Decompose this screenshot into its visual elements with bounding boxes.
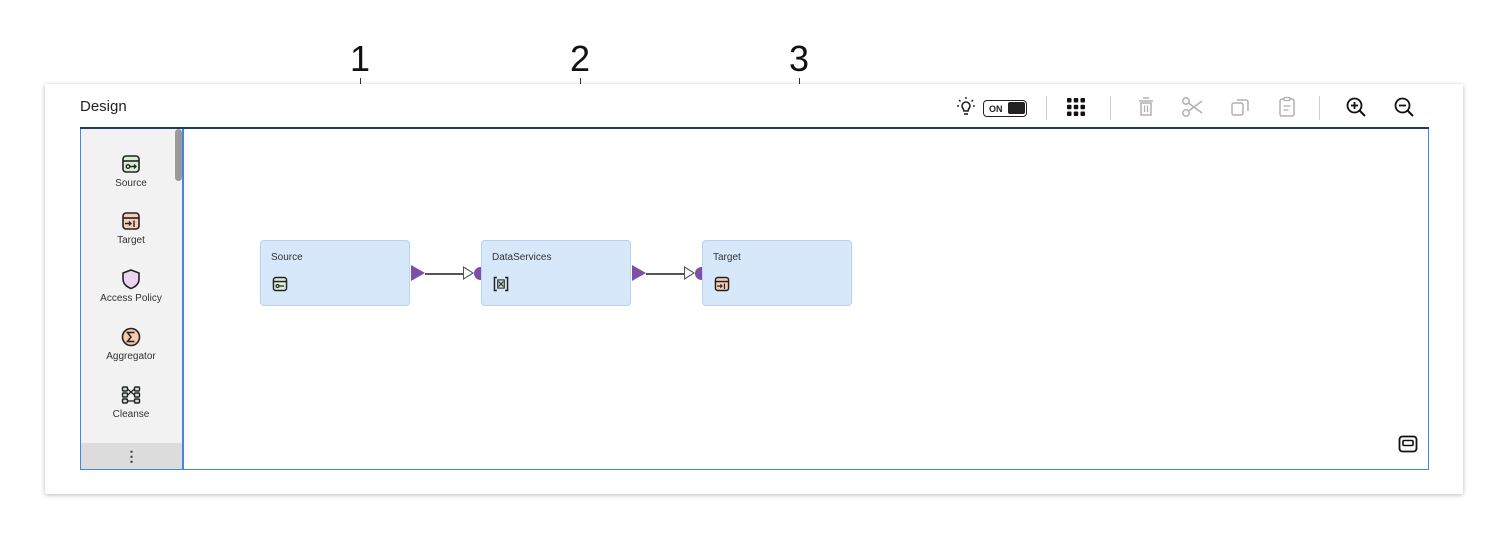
design-panel: Design ON (45, 84, 1463, 494)
source-icon (271, 275, 289, 293)
link-dataservices-target (646, 273, 686, 275)
palette-item-label: Access Policy (100, 293, 162, 304)
callout-2: 2 (569, 38, 591, 79)
node-title: DataServices (492, 252, 552, 263)
lightbulb-icon[interactable] (953, 92, 979, 122)
transformation-palette: Source Target (81, 129, 184, 469)
palette-item-label: Source (115, 178, 147, 189)
palette-more-button[interactable]: ⋮ (81, 443, 182, 469)
target-icon (120, 210, 142, 232)
palette-item-access-policy[interactable]: Access Policy (81, 268, 181, 304)
palette-item-cleanse[interactable]: Cleanse (81, 384, 181, 420)
node-source[interactable]: Source (260, 240, 410, 306)
link-arrowhead-inner (685, 268, 693, 278)
paste-icon[interactable] (1274, 92, 1300, 122)
grid-icon[interactable] (1063, 92, 1089, 122)
sigma-icon (120, 326, 142, 348)
dataservices-output-port[interactable] (632, 265, 646, 281)
link-arrowhead-inner (464, 268, 472, 278)
palette-item-label: Aggregator (106, 351, 156, 362)
minimap-icon[interactable] (1398, 435, 1418, 453)
palette-item-label: Target (117, 235, 145, 246)
copy-icon[interactable] (1227, 92, 1253, 122)
delete-icon[interactable] (1133, 92, 1159, 122)
node-title: Source (271, 252, 303, 263)
zoom-out-icon[interactable] (1391, 92, 1417, 122)
link-source-dataservices (425, 273, 465, 275)
palette-item-source[interactable]: Source (81, 153, 181, 189)
source-output-port[interactable] (411, 265, 425, 281)
toolbar-separator (1046, 96, 1047, 120)
zoom-in-icon[interactable] (1343, 92, 1369, 122)
dataservices-icon (492, 275, 510, 293)
node-dataservices[interactable]: DataServices (481, 240, 631, 306)
shield-icon (120, 268, 142, 290)
design-canvas[interactable]: Source Target (80, 129, 1429, 470)
source-icon (120, 153, 142, 175)
node-title: Target (713, 252, 741, 263)
callout-3: 3 (788, 38, 810, 79)
palette-item-target[interactable]: Target (81, 210, 181, 246)
callout-1: 1 (349, 38, 371, 79)
toolbar: ON (953, 92, 1433, 122)
node-target[interactable]: Target (702, 240, 852, 306)
toggle-label: ON (989, 103, 1003, 114)
toolbar-separator (1110, 96, 1111, 120)
panel-title: Design (80, 98, 127, 115)
header-rule (80, 127, 1429, 129)
palette-scrollbar[interactable] (175, 129, 182, 181)
cleanse-icon (120, 384, 142, 406)
toggle-knob (1008, 102, 1025, 114)
more-icon: ⋮ (124, 447, 139, 464)
hints-toggle[interactable]: ON (983, 100, 1027, 117)
palette-item-aggregator[interactable]: Aggregator (81, 326, 181, 362)
toolbar-separator (1319, 96, 1320, 120)
palette-item-label: Cleanse (112, 409, 150, 420)
cut-icon[interactable] (1180, 92, 1206, 122)
target-icon (713, 275, 731, 293)
